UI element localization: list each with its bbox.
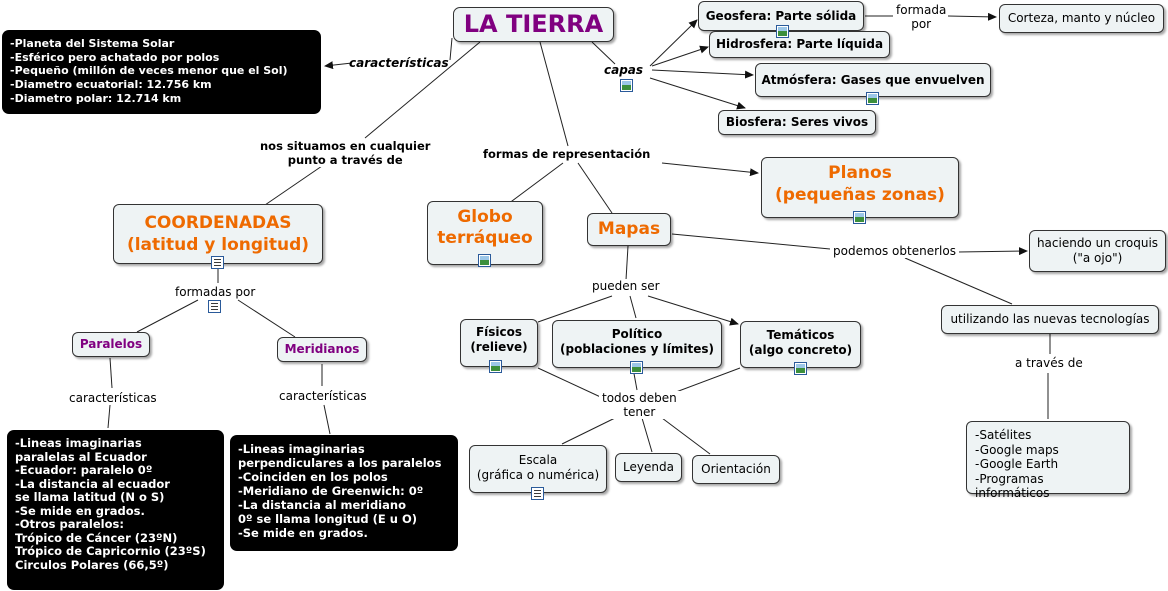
corteza-label: Corteza, manto y núcleo [1007,11,1156,25]
label-pueden-ser: pueden ser [589,279,663,293]
node-atmosfera[interactable]: Atmósfera: Gases que envuelven [755,63,991,97]
node-escala[interactable]: Escala (gráfica o numérica) [469,445,607,493]
image-icon[interactable] [794,362,807,375]
main-topic-label: LA TIERRA [463,10,604,38]
document-icon[interactable] [208,300,221,313]
globo-label: Globo terráqueo [437,207,533,248]
meridianos-info-text: -Lineas imaginarias perpendiculares a lo… [238,442,442,540]
node-corteza[interactable]: Corteza, manto y núcleo [999,4,1164,33]
image-icon[interactable] [489,360,502,373]
orientacion-label: Orientación [701,462,771,476]
earth-characteristics-box[interactable]: -Planeta del Sistema Solar -Esférico per… [2,30,321,114]
fisicos-label: Físicos (relieve) [470,325,528,354]
leyenda-label: Leyenda [623,460,674,474]
paralelos-info-box[interactable]: -Lineas imaginarias paralelas al Ecuador… [7,430,224,590]
label-caracteristicas: características [349,56,449,70]
label-formada-por: formada por [896,3,947,31]
image-icon[interactable] [866,92,879,105]
image-icon[interactable] [630,361,643,374]
image-icon[interactable] [478,254,491,267]
node-leyenda[interactable]: Leyenda [615,453,682,482]
node-nuevas-tecnologias[interactable]: utilizando las nuevas tecnologías [941,305,1159,334]
hidrosfera-label: Hidrosfera: Parte líquida [715,37,884,51]
node-politico[interactable]: Político (poblaciones y límites) [552,320,722,368]
image-icon[interactable] [776,25,789,38]
node-herramientas-list[interactable]: -Satélites -Google maps -Google Earth -P… [966,421,1130,500]
label-caracteristicas-meridianos: características [276,389,370,403]
politico-label: Político (poblaciones y límites) [560,327,714,356]
image-icon[interactable] [853,211,866,224]
main-topic-la-tierra[interactable]: LA TIERRA [453,7,614,42]
node-orientacion[interactable]: Orientación [692,455,780,484]
node-paralelos[interactable]: Paralelos [72,332,150,357]
herramientas-text: -Satélites -Google maps -Google Earth -P… [975,428,1059,500]
node-fisicos[interactable]: Físicos (relieve) [460,319,538,367]
label-formadas-por: formadas por [172,285,259,299]
image-icon[interactable] [620,79,633,92]
atmosfera-label: Atmósfera: Gases que envuelven [761,72,985,87]
node-coordenadas[interactable]: COORDENADAS (latitud y longitud) [113,204,323,264]
node-hidrosfera[interactable]: Hidrosfera: Parte líquida [709,31,890,58]
document-icon[interactable] [211,256,224,269]
label-formas-representacion: formas de representación [480,147,654,161]
earth-characteristics-text: -Planeta del Sistema Solar -Esférico per… [10,37,288,105]
node-tematicos[interactable]: Temáticos (algo concreto) [740,321,861,368]
document-icon[interactable] [531,487,544,500]
label-caracteristicas-paralelos: características [66,391,160,405]
label-a-traves-de: a través de [1012,356,1086,370]
node-meridianos[interactable]: Meridianos [277,337,367,362]
node-mapas[interactable]: Mapas [587,213,671,246]
geosfera-label: Geosfera: Parte sólida [705,8,857,23]
croquis-label: haciendo un croquis ("a ojo") [1036,236,1159,265]
paralelos-info-text: -Lineas imaginarias paralelas al Ecuador… [15,436,206,572]
node-croquis[interactable]: haciendo un croquis ("a ojo") [1029,230,1166,272]
label-capas: capas [604,63,644,77]
coordenadas-label: COORDENADAS (latitud y longitud) [126,213,310,255]
biosfera-label: Biosfera: Seres vivos [725,115,869,129]
mapas-label: Mapas [597,219,661,239]
meridianos-label: Meridianos [284,342,360,356]
label-podemos-obtenerlos: podemos obtenerlos [830,244,959,258]
escala-label: Escala (gráfica o numérica) [476,453,600,482]
node-planos[interactable]: Planos (pequeñas zonas) [761,157,959,218]
paralelos-label: Paralelos [79,337,143,351]
tematicos-label: Temáticos (algo concreto) [748,328,853,357]
planos-label: Planos (pequeñas zonas) [775,163,945,205]
tecnologias-label: utilizando las nuevas tecnologías [950,312,1150,326]
label-nos-situamos: nos situamos en cualquier punto a través… [257,139,434,167]
node-biosfera[interactable]: Biosfera: Seres vivos [718,110,876,135]
label-todos-deben-tener: todos deben tener [599,391,680,419]
meridianos-info-box[interactable]: -Lineas imaginarias perpendiculares a lo… [230,435,458,551]
